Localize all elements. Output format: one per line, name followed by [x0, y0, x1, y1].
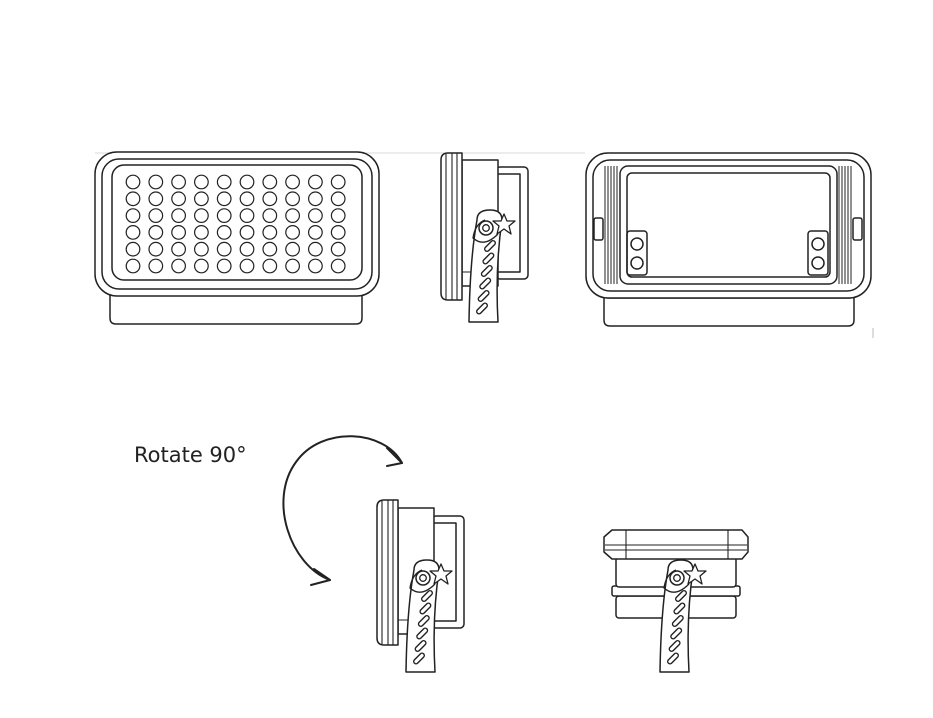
back-view	[585, 152, 872, 327]
front-view	[94, 151, 380, 325]
led	[308, 258, 323, 274]
led	[239, 191, 255, 207]
led	[216, 224, 232, 240]
led	[216, 174, 232, 190]
led	[125, 174, 141, 190]
led	[330, 258, 346, 274]
led	[125, 208, 141, 224]
led	[239, 208, 255, 224]
mounting-bracket	[659, 559, 707, 673]
led	[285, 191, 301, 207]
mounting-bracket	[468, 209, 516, 323]
led	[193, 191, 209, 207]
led	[171, 191, 187, 207]
led	[193, 224, 209, 240]
led	[148, 208, 164, 224]
led	[262, 258, 278, 274]
side-view	[440, 152, 529, 323]
led	[193, 174, 209, 190]
led	[171, 208, 187, 224]
led	[216, 258, 232, 274]
led	[148, 191, 164, 207]
led	[171, 224, 187, 240]
led	[171, 241, 187, 257]
led	[308, 208, 323, 224]
led	[216, 191, 232, 207]
led	[148, 224, 164, 240]
led	[193, 241, 209, 257]
led	[125, 258, 141, 274]
rotate-label: Rotate 90°	[134, 443, 247, 467]
led	[125, 241, 141, 257]
led	[285, 224, 301, 240]
led	[285, 174, 301, 190]
led	[148, 258, 164, 274]
led	[330, 174, 346, 190]
led	[262, 191, 278, 207]
led	[285, 241, 301, 257]
led	[216, 208, 232, 224]
led	[148, 174, 164, 190]
cooling-fins	[604, 166, 618, 284]
led	[262, 241, 278, 257]
led	[171, 174, 187, 190]
led	[262, 208, 278, 224]
led	[308, 241, 323, 257]
led	[216, 241, 232, 257]
led-grid	[125, 174, 346, 274]
led	[285, 258, 301, 274]
led	[308, 191, 323, 207]
side-view-rotated	[376, 499, 465, 673]
led	[239, 258, 255, 274]
led	[148, 241, 164, 257]
led	[262, 224, 278, 240]
led	[125, 191, 141, 207]
cooling-fins	[838, 166, 852, 284]
led	[171, 258, 187, 274]
led	[239, 174, 255, 190]
led	[239, 241, 255, 257]
top-view	[603, 529, 749, 673]
led	[308, 224, 323, 240]
led	[330, 224, 346, 240]
led	[262, 174, 278, 190]
led	[193, 258, 209, 274]
led	[285, 208, 301, 224]
led	[239, 224, 255, 240]
led	[330, 208, 346, 224]
led	[330, 241, 346, 257]
led	[330, 191, 346, 207]
led	[193, 208, 209, 224]
rotate-arrow	[282, 435, 403, 586]
led	[308, 174, 323, 190]
led	[125, 224, 141, 240]
mounting-bracket	[405, 559, 453, 673]
